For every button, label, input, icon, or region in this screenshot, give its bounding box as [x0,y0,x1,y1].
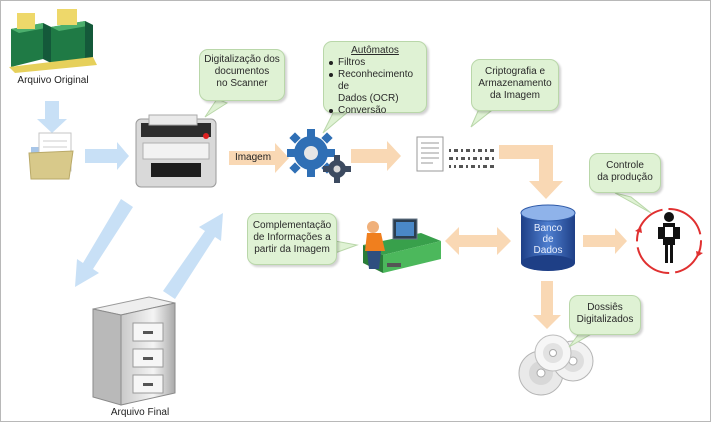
database-label-line-1: Banco [533,223,563,234]
document-page-icon [416,136,444,172]
arrow-image-to-automation [229,143,289,173]
bubble-controle-line-1: Controle [606,160,644,171]
file-cabinet-icon [92,296,176,406]
arrow-database-to-control [583,228,627,254]
bubble-controle: Controle da produção [589,153,661,193]
arrow-folder-to-scanner [85,142,129,170]
bubble-automatos-item-reconhecimento: Reconhecimento de [324,69,426,93]
bubble-complementacao-line-3: partir da Imagem [254,244,330,255]
bubble-complementacao-line-1: Complementação [252,220,332,231]
bubble-digitalizacao: Digitalização dos documentos no Scanner [199,49,285,101]
scanner-icon [135,114,217,188]
bubble-criptografia-line-3: da Imagem [489,90,541,101]
database-label-line-2: de [542,234,554,245]
final-archive-label: Arquivo Final [110,407,170,418]
bubble-criptografia: Criptografia e Armazenamento da Imagem [471,59,559,111]
automation-gears-icon [287,129,351,183]
bubble-automatos-item-ocr: Dados (OCR) [338,93,399,104]
database-label-line-3: Dados [533,245,563,256]
workstation-icon [363,218,441,273]
bubble-automatos-title: Autômatos [351,45,399,56]
bubble-controle-line-2: da produção [597,172,653,183]
bubble-dossies: Dossiês Digitalizados [569,295,641,335]
production-control-icon [635,208,703,274]
arrow-database-to-discs [533,281,561,329]
bubble-complementacao-line-2: de Informações a [253,232,331,243]
bubble-automatos-item-conversao: Conversão [324,105,426,117]
bubble-digitalizacao-line-2: documentos [214,66,270,77]
bubble-criptografia-line-1: Criptografia e [484,66,546,77]
bubble-automatos-item-filtros: Filtros [324,57,426,69]
original-archive-label: Arquivo Original [17,75,89,86]
database-label: Banco de Dados [521,223,575,256]
bubble-criptografia-line-2: Armazenamento [478,78,552,89]
bubble-dossies-line-2: Digitalizados [576,314,634,325]
database-icon [520,204,576,271]
bubble-digitalizacao-line-1: Digitalização dos [204,54,280,65]
arrow-automation-to-document [351,141,401,171]
arrow-scanner-to-final-archive [75,199,133,287]
bubble-dossies-line-1: Dossiês [587,302,623,313]
original-archive-boxes-icon [9,9,97,73]
arrow-database-workstation [445,227,511,255]
folder-icon [28,132,74,180]
bubble-tails [204,98,652,348]
bubble-complementacao: Complementação de Informações a partir d… [247,213,337,265]
image-label: Imagem [234,152,272,163]
digitized-dossiers-discs-icon [518,334,594,396]
arrow-final-archive-to-scanner [163,213,223,299]
bubble-automatos: Autômatos Filtros Reconhecimento de Dado… [323,41,427,116]
arrow-down-to-folder [37,101,67,133]
encrypted-data-stream [449,149,494,168]
bubble-digitalizacao-line-3: no Scanner [216,78,268,89]
arrow-to-database [499,145,563,199]
